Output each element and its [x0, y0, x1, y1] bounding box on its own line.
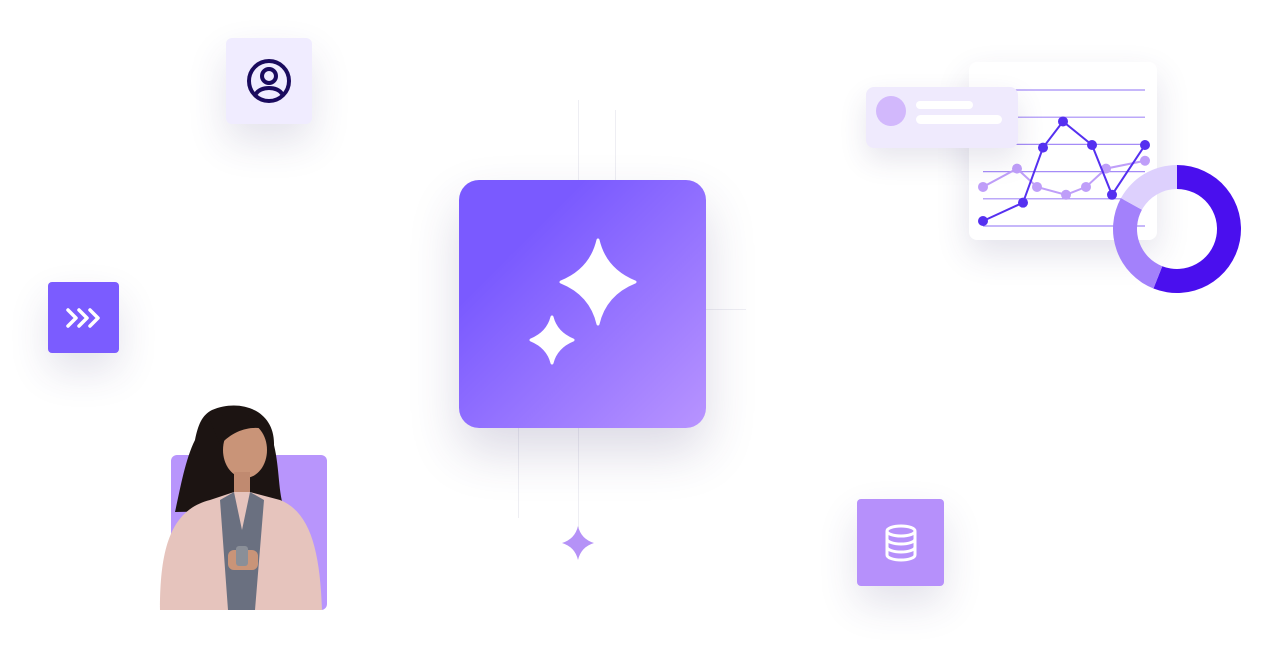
sparkle-icon — [562, 526, 594, 560]
data-point-light — [1032, 181, 1042, 192]
guide-line — [706, 309, 746, 310]
data-point-dark — [1140, 140, 1150, 151]
data-point-dark — [1087, 140, 1097, 151]
sparkles-icon — [529, 238, 637, 365]
user-card — [226, 38, 312, 124]
guide-line — [615, 110, 616, 180]
data-point-light — [1081, 181, 1091, 192]
sparkles-card — [459, 180, 706, 428]
avatar — [876, 96, 906, 126]
data-point-dark — [978, 216, 988, 226]
profile-card — [866, 87, 1018, 148]
database-icon — [885, 524, 916, 562]
user-circle-icon — [247, 59, 291, 103]
donut-slice-light — [1120, 165, 1177, 210]
guide-line — [578, 428, 579, 528]
placeholder-line — [916, 115, 1002, 124]
placeholder-line — [916, 101, 973, 109]
data-point-light — [978, 181, 988, 192]
data-point-dark — [1058, 116, 1068, 127]
chevrons-card — [48, 282, 119, 353]
donut-chart — [1113, 165, 1241, 293]
donut-slice-mid — [1113, 198, 1163, 289]
guide-line — [578, 100, 579, 180]
triple-chevron-right-icon — [65, 307, 100, 328]
data-point-light — [1140, 155, 1150, 166]
data-point-light — [1012, 163, 1022, 174]
data-point-dark — [1038, 142, 1048, 153]
data-point-dark — [1018, 197, 1028, 208]
line-chart — [978, 89, 1150, 227]
person-photo — [160, 405, 322, 610]
guide-line — [518, 428, 519, 518]
database-card — [857, 499, 944, 586]
donut-slice-dark — [1153, 165, 1241, 293]
data-point-dark — [1107, 189, 1117, 200]
data-point-light — [1061, 189, 1071, 200]
